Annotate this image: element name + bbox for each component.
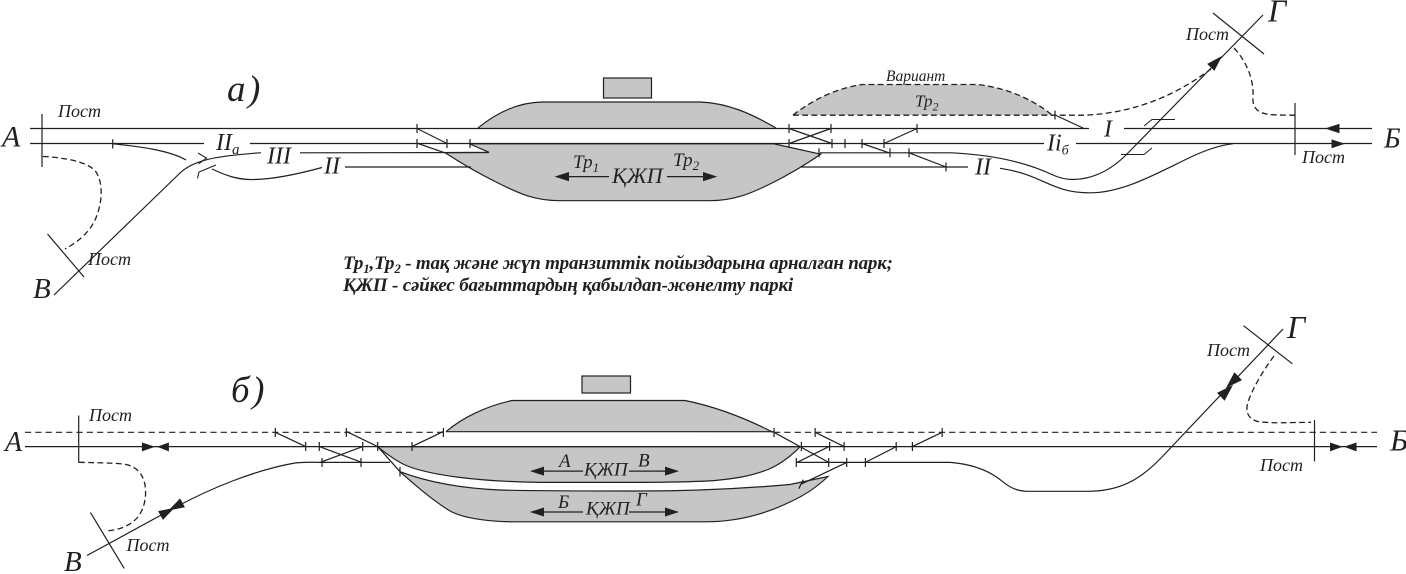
- svg-text:Тр1: Тр1: [573, 152, 599, 175]
- svg-text:ҚЖП: ҚЖП: [611, 163, 664, 188]
- svg-text:А: А: [0, 121, 21, 154]
- svg-text:Вариант: Вариант: [886, 68, 945, 85]
- svg-text:Б: Б: [1389, 423, 1406, 458]
- svg-text:А: А: [3, 427, 23, 458]
- svg-text:Пост: Пост: [87, 249, 131, 269]
- svg-text:Пост: Пост: [1259, 455, 1303, 475]
- svg-text:Пост: Пост: [1206, 340, 1250, 360]
- svg-text:I: I: [1103, 117, 1113, 143]
- svg-text:В: В: [638, 451, 650, 472]
- svg-text:Пост: Пост: [88, 405, 132, 425]
- svg-text:Б: Б: [1383, 124, 1401, 155]
- svg-text:ҚЖП - сәйкес бағыттардың қабыл: ҚЖП - сәйкес бағыттардың қабылдап-жөнелт…: [342, 275, 794, 296]
- svg-text:Тр1,Тр2 - тақ және жүп транзит: Тр1,Тр2 - тақ және жүп транзиттік пойызд…: [343, 253, 893, 276]
- svg-text:Б: Б: [557, 492, 569, 513]
- svg-text:Г: Г: [635, 490, 648, 511]
- svg-text:а): а): [227, 69, 263, 110]
- svg-text:II: II: [323, 154, 341, 180]
- svg-text:III: III: [266, 144, 292, 170]
- svg-text:Пост: Пост: [126, 535, 170, 555]
- svg-text:Г: Г: [1267, 0, 1288, 29]
- svg-text:Г: Г: [1286, 309, 1307, 345]
- svg-text:В: В: [33, 273, 51, 305]
- svg-text:ҚЖП: ҚЖП: [583, 460, 629, 481]
- svg-text:Пост: Пост: [1185, 24, 1229, 44]
- svg-text:ҚЖП: ҚЖП: [585, 499, 631, 520]
- svg-text:Пост: Пост: [57, 101, 101, 121]
- svg-text:б): б): [231, 370, 267, 411]
- svg-text:В: В: [64, 546, 82, 574]
- svg-text:А: А: [557, 451, 571, 472]
- svg-text:II: II: [974, 155, 992, 181]
- svg-text:Пост: Пост: [1301, 147, 1345, 167]
